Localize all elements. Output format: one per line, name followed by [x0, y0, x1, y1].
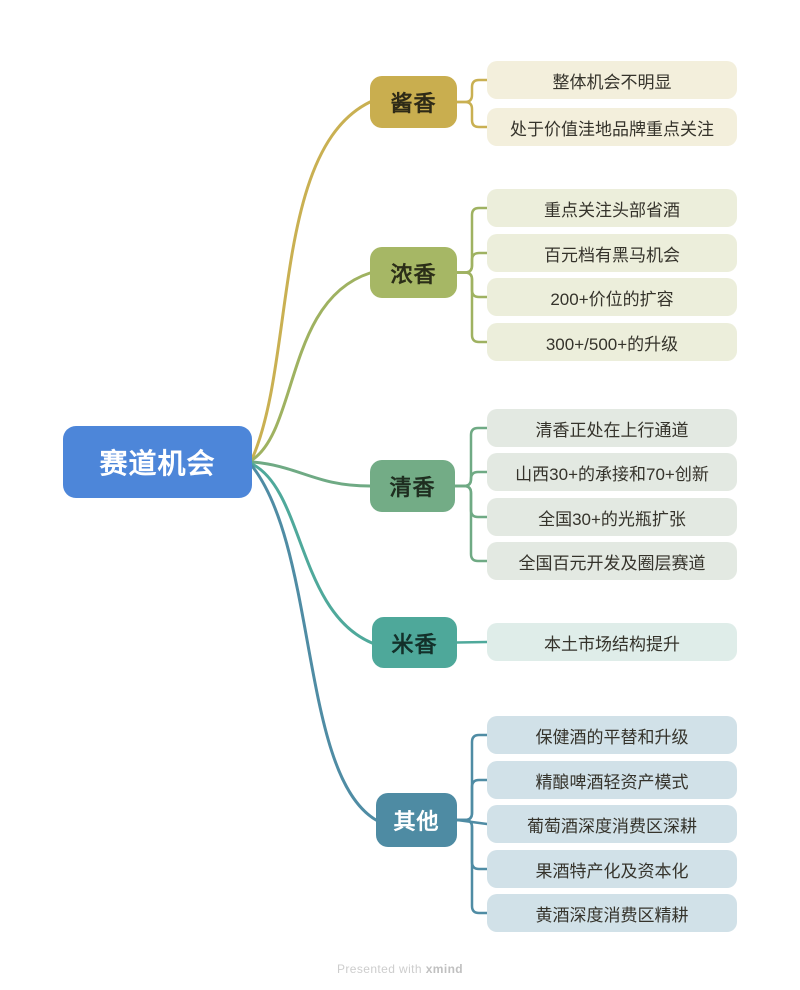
watermark-prefix: Presented with [336, 962, 426, 976]
leaf-connector [455, 818, 489, 826]
leaf-topic[interactable]: 全国百元开发及圈层赛道 [487, 542, 737, 580]
leaf-topic[interactable]: 黄酒深度消费区精耕 [487, 894, 737, 932]
leaf-topic[interactable]: 300+/500+的升级 [487, 323, 737, 361]
leaf-topic[interactable]: 果酒特产化及资本化 [487, 850, 737, 888]
leaf-connector [455, 78, 489, 104]
branch-topic-mixiang[interactable]: 米香 [372, 617, 457, 668]
leaf-connector [455, 271, 489, 299]
leaf-connector [455, 640, 489, 644]
leaf-connector [455, 818, 489, 915]
leaf-topic[interactable]: 全国30+的光瓶扩张 [487, 498, 737, 536]
leaf-topic[interactable]: 保健酒的平替和升级 [487, 716, 737, 754]
watermark: Presented with xmind [0, 962, 800, 976]
leaf-connector [453, 426, 489, 488]
leaf-connector [455, 206, 489, 274]
branch-topic-jiangxiang[interactable]: 酱香 [370, 76, 457, 128]
leaf-topic[interactable]: 葡萄酒深度消费区深耕 [487, 805, 737, 843]
leaf-topic[interactable]: 处于价值洼地品牌重点关注 [487, 108, 737, 146]
leaf-connector [455, 251, 489, 274]
leaf-topic[interactable]: 山西30+的承接和70+创新 [487, 453, 737, 491]
leaf-topic[interactable]: 本土市场结构提升 [487, 623, 737, 661]
leaf-topic[interactable]: 百元档有黑马机会 [487, 234, 737, 272]
branch-topic-qita[interactable]: 其他 [376, 793, 457, 847]
root-connector [250, 460, 372, 488]
root-topic[interactable]: 赛道机会 [63, 426, 252, 498]
leaf-connector [453, 484, 489, 563]
leaf-connector [455, 733, 489, 822]
branch-topic-qingxiang[interactable]: 清香 [370, 460, 455, 512]
leaf-connector [455, 100, 489, 129]
root-connector [250, 271, 372, 462]
watermark-brand: xmind [425, 962, 464, 976]
root-connector [250, 462, 374, 645]
leaf-connector [455, 818, 489, 871]
leaf-connector [455, 778, 489, 822]
leaf-topic[interactable]: 清香正处在上行通道 [487, 409, 737, 447]
leaf-topic[interactable]: 200+价位的扩容 [487, 278, 737, 316]
leaf-connector [453, 484, 489, 519]
leaf-topic[interactable]: 重点关注头部省酒 [487, 189, 737, 227]
leaf-connector [455, 271, 489, 344]
leaf-connector [453, 470, 489, 488]
root-connector [250, 100, 372, 461]
leaf-topic[interactable]: 整体机会不明显 [487, 61, 737, 99]
branch-topic-nongxiang[interactable]: 浓香 [370, 247, 457, 298]
root-connector [250, 464, 378, 822]
leaf-topic[interactable]: 精酿啤酒轻资产模式 [487, 761, 737, 799]
